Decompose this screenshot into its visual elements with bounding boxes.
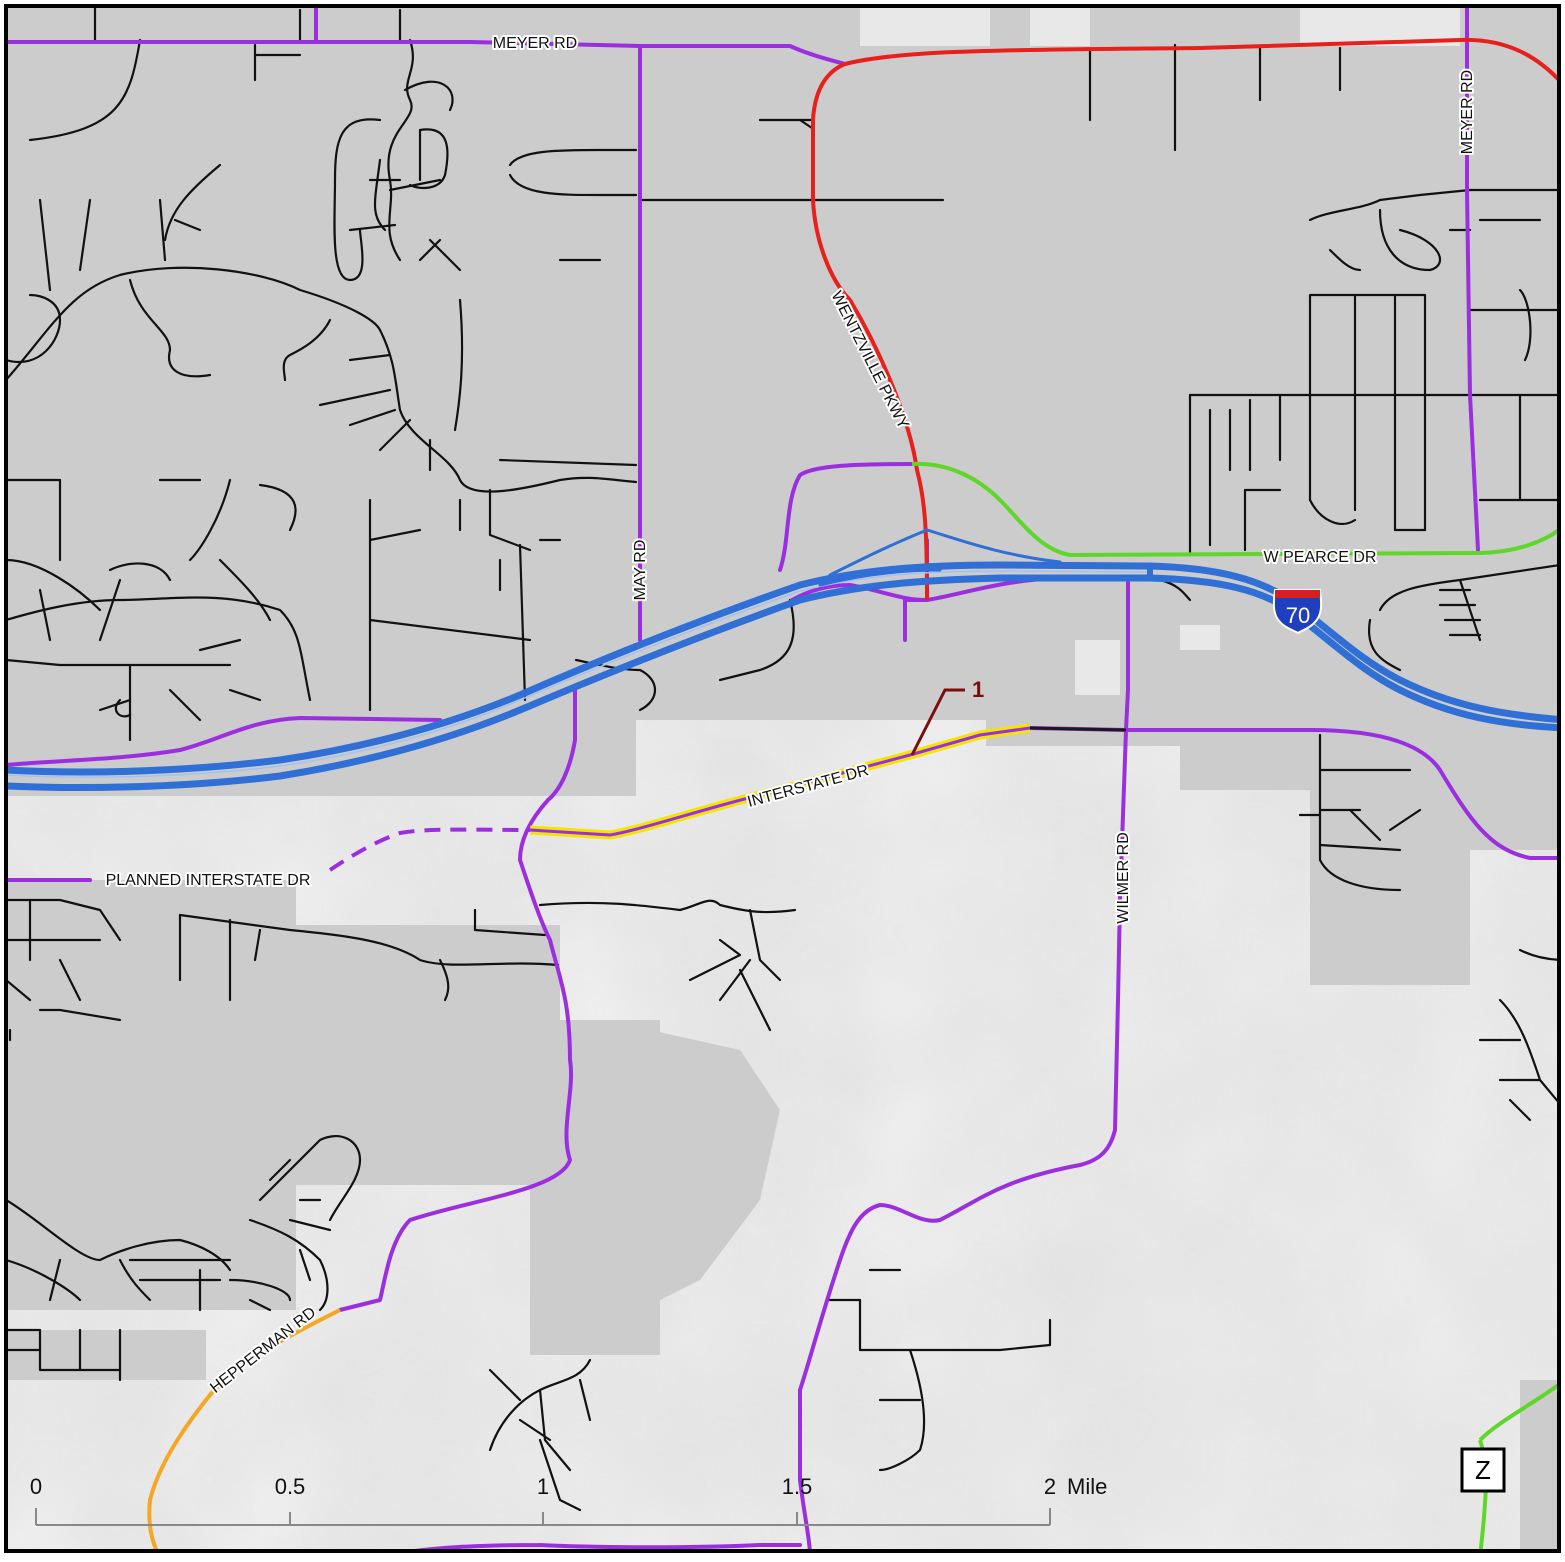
wilmer-rd (798, 728, 1128, 1551)
label-may-rd: MAY RD (632, 540, 649, 601)
scale-tick-0: 0 (30, 1474, 42, 1499)
scale-tick-0-5: 0.5 (275, 1474, 306, 1499)
meyer-rd-north (6, 40, 847, 66)
project-marker-number: 1 (972, 677, 984, 702)
scale-tick-1: 1 (537, 1474, 549, 1499)
w-pearce-dr (911, 461, 1559, 557)
map-panel-letter: Z (1475, 1455, 1491, 1485)
label-wilmer-rd: WILMER RD (1115, 832, 1132, 924)
interstate-70-shield-number: 70 (1286, 603, 1310, 628)
label-meyer-rd-east: MEYER RD (1459, 70, 1476, 154)
label-w-pearce-dr: W PEARCE DR (1264, 549, 1377, 566)
meyer-rd-east (1465, 6, 1480, 552)
scale-bar: 0 0.5 1 1.5 2 Mile (30, 1474, 1107, 1526)
interstate-dr (529, 723, 1127, 840)
collector-roads (6, 6, 1559, 1551)
scale-unit: Mile (1067, 1474, 1107, 1499)
cleared-parcels (860, 6, 1460, 695)
scale-tick-1-5: 1.5 (782, 1474, 813, 1499)
developed-areas (6, 6, 1559, 1550)
local-streets (6, 6, 1559, 1512)
interstate-70-shield: 70 (1272, 589, 1323, 635)
scale-tick-2: 2 (1044, 1474, 1056, 1499)
map-panel-letter-box: Z (1460, 1447, 1506, 1493)
project-marker-leader (910, 688, 965, 756)
map-border (4, 4, 1561, 1553)
interstate-70 (6, 528, 1559, 792)
wentzville-pkwy-north (844, 37, 1559, 82)
label-planned-interstate-dr: PLANNED INTERSTATE DR (106, 872, 311, 889)
label-meyer-rd-north: MEYER RD (493, 35, 577, 52)
hepperman-rd (147, 1308, 341, 1551)
hepperman-purple (338, 688, 577, 1312)
planned-interstate-dr (328, 827, 531, 872)
wentzville-pkwy (811, 62, 929, 601)
